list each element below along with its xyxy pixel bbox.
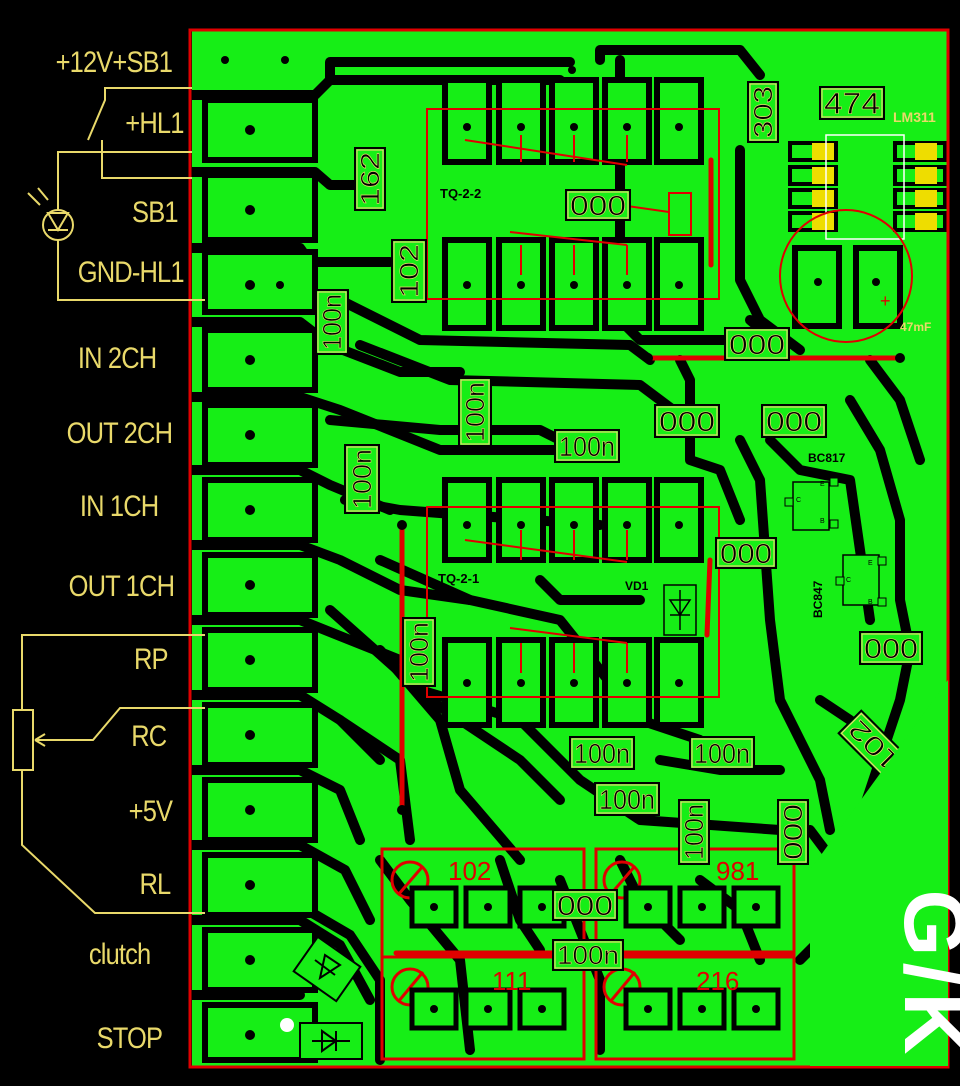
component-label-c100i: 100n [678, 799, 710, 865]
component-label-tr_b2: B [868, 599, 873, 606]
component-label-r000d: 000 [761, 404, 827, 438]
connector-label: OUT 2CH [66, 417, 172, 450]
connector-label: RC [130, 720, 167, 753]
component-label-c474: 474 [819, 86, 885, 121]
component-label-c100a: 100n [315, 289, 349, 355]
component-label-r303: 303 [747, 81, 779, 143]
logo-gk: G/K [810, 680, 960, 1066]
component-label-pot216: 216 [696, 966, 739, 996]
connector-drills [221, 56, 289, 1040]
component-label-text: 100n [317, 294, 347, 350]
diode-vd1 [663, 584, 697, 636]
diode-stop [299, 1022, 363, 1060]
component-label-r000e: 000 [715, 537, 777, 569]
connector-label: IN 2CH [77, 342, 156, 375]
component-label-text: 100n [679, 804, 709, 860]
logo-text: G/K [886, 890, 960, 1061]
component-label-pot102: 102 [448, 856, 491, 886]
component-label-tq22: TQ-2-2 [440, 186, 481, 201]
component-label-c100g: 100n [689, 736, 755, 770]
connector-label: clutch [88, 938, 150, 971]
component-label-c100h: 100n [594, 782, 660, 816]
connector-label: RL [139, 868, 171, 901]
component-label-lm311: LM311 [893, 109, 936, 125]
component-label-text: 000 [766, 406, 822, 437]
component-label-text: 100n [404, 622, 434, 682]
connector-label: +5V [128, 795, 172, 828]
connector-label: STOP [96, 1022, 162, 1055]
component-label-text: 100n [557, 940, 619, 970]
silk-red [188, 28, 950, 1069]
transistor-bc847 [835, 554, 887, 607]
pot-drills [430, 903, 760, 1013]
component-boxes: 303 474 162 102 000 100n 000 100n 000 000 100n 100n… [315, 81, 923, 971]
component-label-c100d: 100n [344, 444, 380, 514]
svg-text:+: + [880, 291, 891, 311]
component-label-cap47: 47mF [900, 320, 931, 334]
connector-pads [202, 97, 318, 1063]
component-label-c100f: 100n [569, 736, 635, 770]
component-label-r000f: 000 [859, 631, 923, 665]
component-label-tr_e1: E [820, 481, 825, 488]
component-label-r162: 162 [354, 147, 386, 211]
component-label-vd1: VD1 [625, 579, 649, 593]
pin1-marker [280, 1018, 294, 1032]
component-label-text: 000 [570, 190, 626, 221]
connector-label: RP [134, 643, 169, 676]
component-label-tr_e2: E [868, 560, 873, 567]
component-label-tr_c1: C [796, 497, 801, 504]
component-label-text: 100n [559, 431, 615, 462]
component-label-r102a: 102 [391, 239, 427, 303]
pot-pads [409, 885, 781, 1031]
lm311-pads [788, 134, 947, 240]
component-label-c100c: 100n [554, 429, 620, 463]
cap-47mf: + [779, 209, 913, 343]
component-label-text: 000 [720, 538, 772, 569]
connector-label: +HL1 [125, 107, 185, 140]
component-label-text: 100n [599, 784, 655, 815]
component-label-c100e: 100n [402, 617, 436, 687]
diode-clutch [292, 935, 362, 1003]
component-label-text: 100n [694, 738, 750, 769]
component-label-pot111: 111 [492, 966, 532, 996]
component-label-r000h: 000 [552, 889, 618, 921]
component-label-bc817: BC817 [808, 451, 846, 465]
component-label-text: 100n [574, 738, 630, 769]
component-label-text: 000 [864, 633, 918, 664]
component-label-pot981: 981 [716, 856, 759, 886]
component-label-r000a: 000 [565, 189, 631, 221]
connector-label: GND-HL1 [78, 256, 185, 289]
vias [397, 66, 905, 815]
component-label-text: 474 [824, 88, 880, 121]
component-label-text: 000 [557, 890, 613, 921]
connector-label: OUT 1CH [68, 570, 174, 603]
component-label-tq21: TQ-2-1 [438, 571, 479, 586]
schematic-silk [12, 87, 205, 914]
component-label-text: 100n [347, 449, 377, 509]
component-label-text: 000 [659, 406, 715, 437]
component-label-text: 100n [460, 382, 490, 442]
connector-label: +12V+SB1 [55, 46, 172, 79]
component-label-bc847: BC847 [811, 580, 825, 618]
component-label-r000c: 000 [654, 404, 720, 438]
component-label-text: 000 [778, 804, 808, 860]
relay-tq22-pads [442, 77, 704, 331]
component-label-text: 000 [729, 329, 785, 360]
component-label-text: 162 [355, 152, 385, 206]
relay-drills [463, 123, 683, 687]
transistor-bc817 [784, 477, 839, 531]
component-label-tr_b1: B [820, 518, 825, 525]
component-label-r000g: 000 [777, 799, 809, 865]
component-label-text: 303 [748, 86, 778, 138]
component-label-c100j: 100n [552, 939, 624, 971]
connector-label: SB1 [132, 196, 179, 229]
component-label-c100b: 100n [458, 377, 492, 447]
component-label-r000b: 000 [724, 327, 790, 361]
component-label-tr_c2: C [846, 577, 851, 584]
connector-label: IN 1CH [79, 490, 158, 523]
component-label-text: 102 [394, 244, 424, 298]
